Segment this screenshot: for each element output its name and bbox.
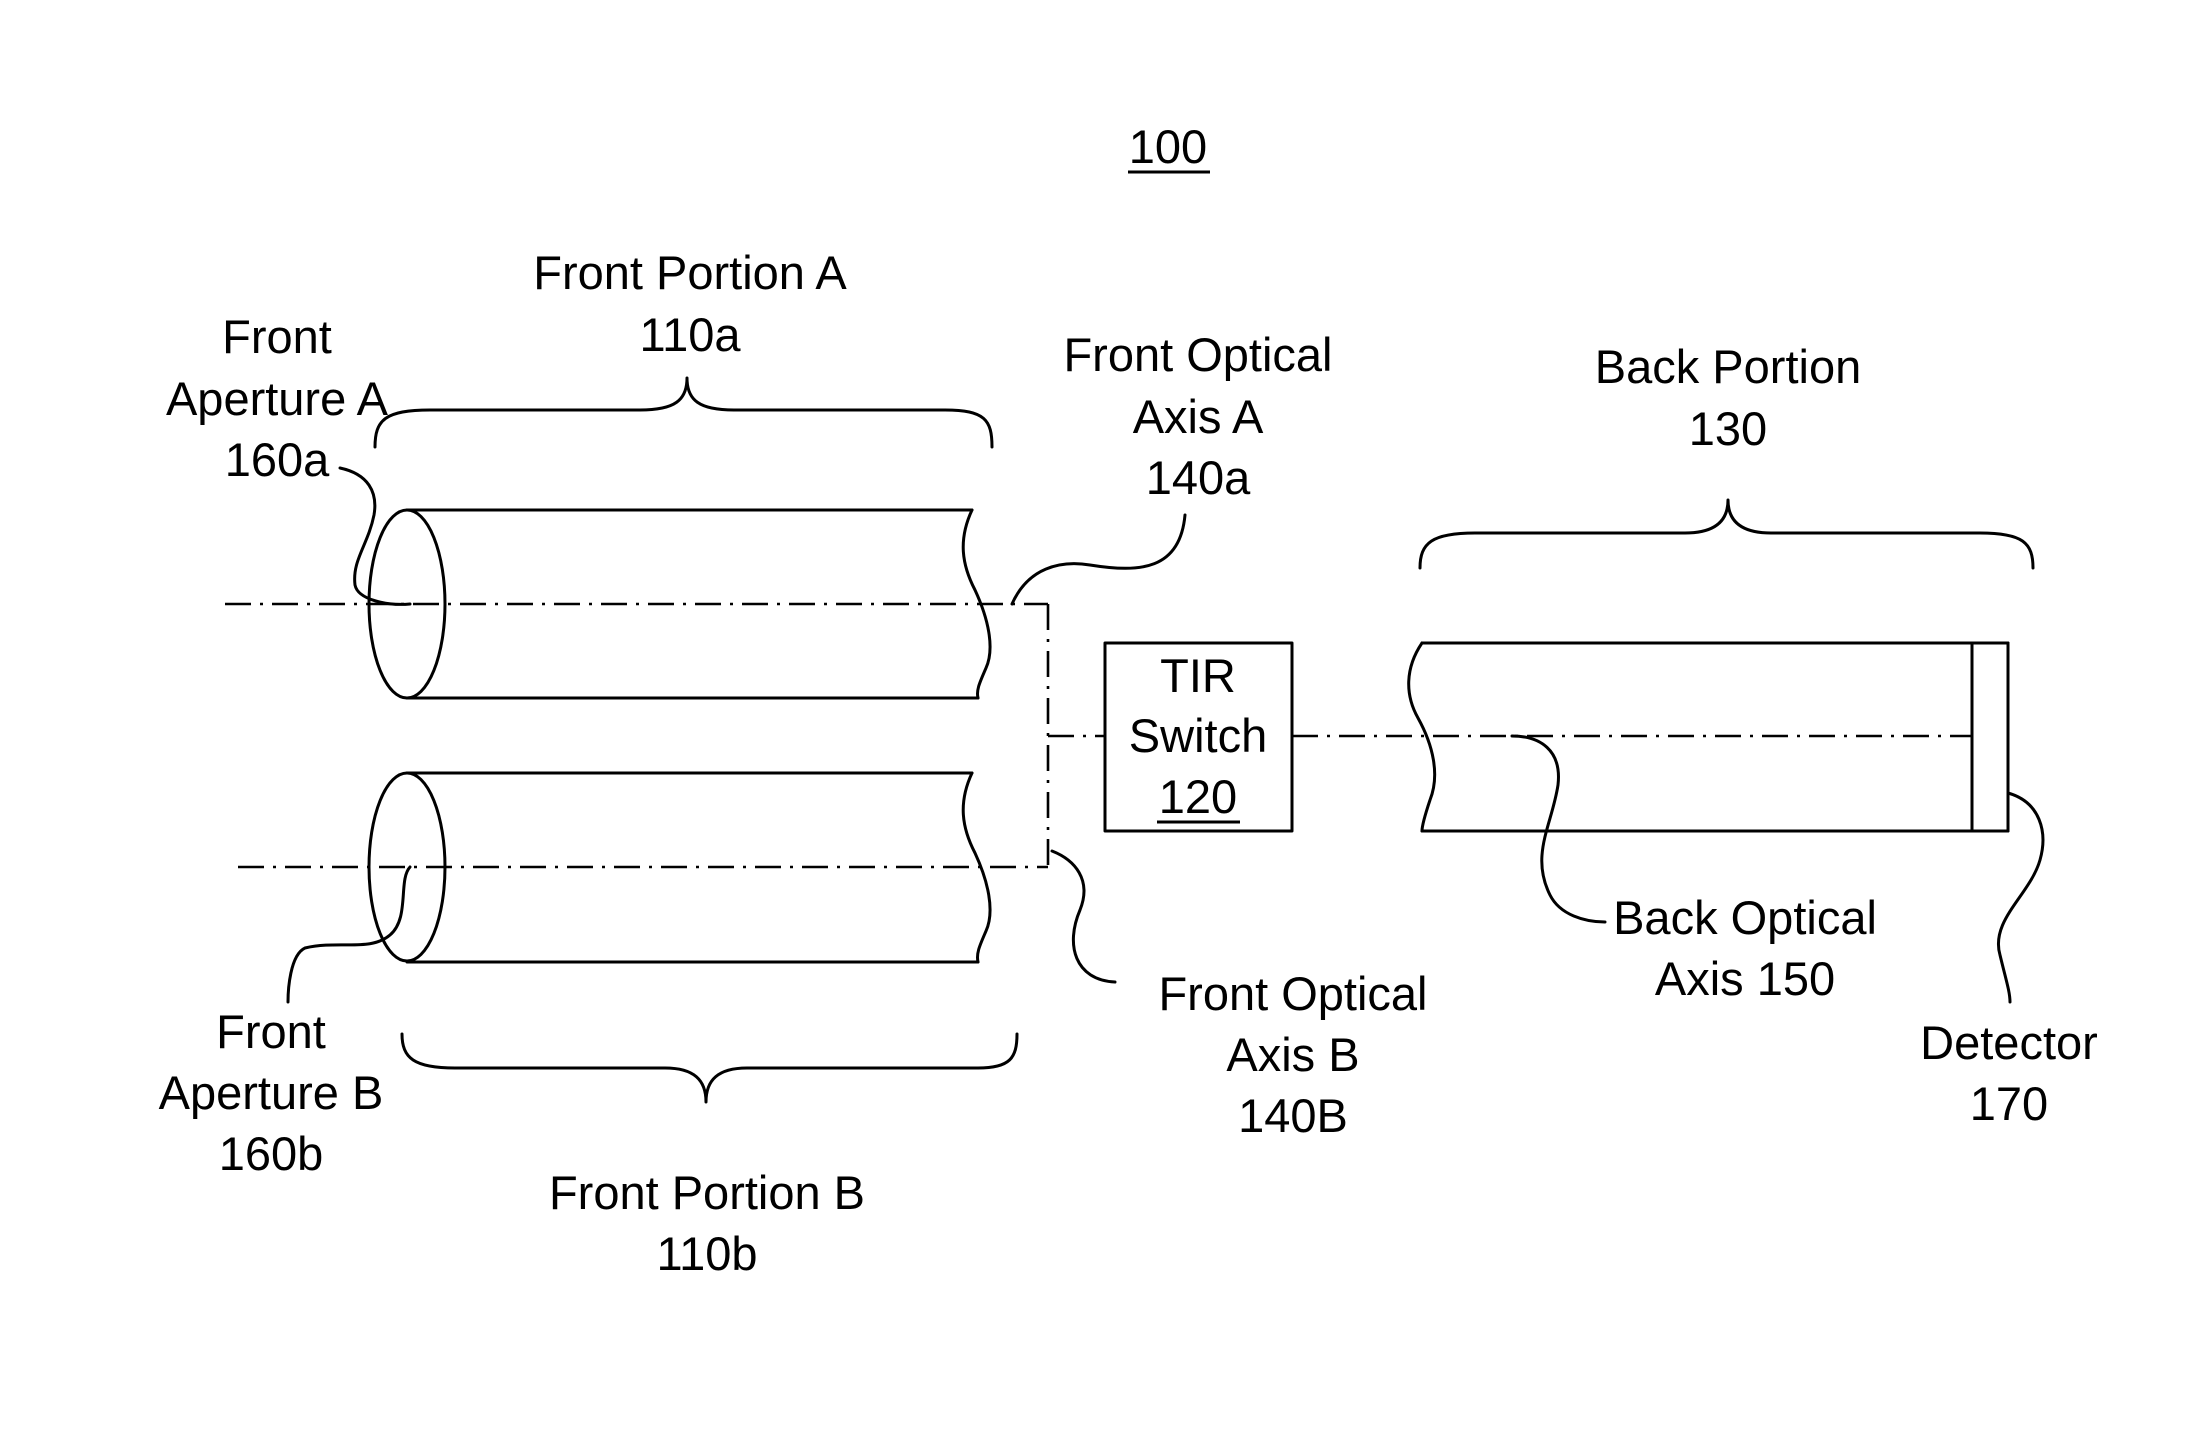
back-portion-brace [1420,500,2033,568]
front-aperture-a-label: Front Aperture A 160a [166,310,389,486]
front-optical-axis-b-leader [1052,851,1115,982]
svg-text:140B: 140B [1238,1089,1348,1142]
svg-text:140a: 140a [1146,451,1251,504]
svg-text:Front: Front [216,1005,326,1058]
back-optical-axis-label: Back Optical Axis 150 [1613,891,1877,1005]
svg-text:160b: 160b [219,1127,324,1180]
front-portion-b-label: Front Portion B 110b [549,1166,865,1280]
front-aperture-a-leader [340,468,410,604]
svg-text:160a: 160a [225,433,330,486]
svg-text:Switch: Switch [1129,709,1267,762]
svg-text:110a: 110a [639,308,741,361]
front-portion-a-brace [375,378,992,447]
svg-text:Aperture B: Aperture B [159,1066,384,1119]
detector-element [1972,643,2008,831]
front-portion-a-label: Front Portion A 110a [533,246,847,361]
svg-text:130: 130 [1689,402,1767,455]
back-portion-label: Back Portion 130 [1595,340,1861,455]
svg-text:Axis 150: Axis 150 [1655,952,1835,1005]
svg-text:Aperture A: Aperture A [166,372,389,425]
front-portion-b-brace [402,1034,1017,1102]
front-optical-axis-a-label: Front Optical Axis A 140a [1063,328,1332,504]
svg-text:Axis A: Axis A [1133,390,1264,443]
front-aperture-b-label: Front Aperture B 160b [159,1005,384,1180]
svg-text:170: 170 [1970,1077,2048,1130]
svg-text:Back Optical: Back Optical [1613,891,1877,944]
svg-text:Front Optical: Front Optical [1158,967,1427,1020]
back-optical-axis-leader [1512,736,1605,922]
front-aperture-b-leader [288,867,410,1002]
front-optical-axis-a-leader [1012,515,1185,604]
svg-text:Front Portion A: Front Portion A [533,246,847,299]
svg-text:Front Portion B: Front Portion B [549,1166,865,1219]
svg-text:Axis B: Axis B [1226,1028,1359,1081]
tir-switch-label: TIR Switch 120 [1129,649,1267,823]
svg-text:Front: Front [222,310,332,363]
svg-text:120: 120 [1159,770,1237,823]
svg-text:110b: 110b [656,1227,757,1280]
detector-label: Detector 170 [1920,1016,2098,1130]
svg-text:Back Portion: Back Portion [1595,340,1861,393]
svg-text:Detector: Detector [1920,1016,2098,1069]
svg-text:TIR: TIR [1160,649,1236,702]
detector-leader [1998,793,2042,1002]
figure-number: 100 [1129,120,1207,173]
svg-text:Front Optical: Front Optical [1063,328,1332,381]
front-optical-axis-b-label: Front Optical Axis B 140B [1158,967,1427,1142]
